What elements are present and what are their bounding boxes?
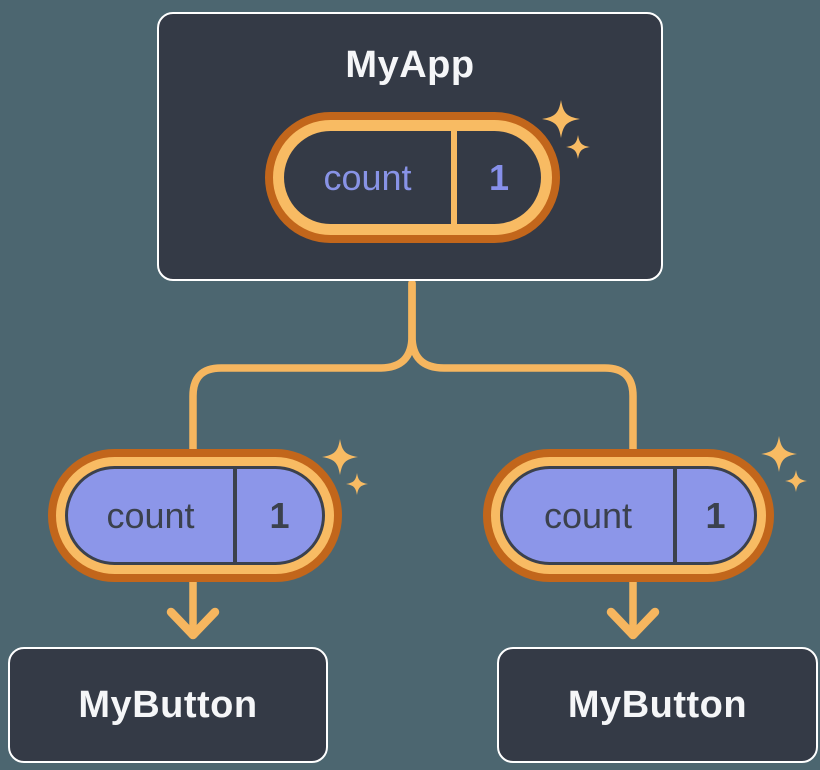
state-name: count	[106, 494, 195, 536]
component-title: MyButton	[78, 683, 258, 726]
sparkle-icon	[322, 439, 358, 475]
state-value: 1	[705, 494, 726, 536]
component-box-mybutton-left: MyButton	[8, 647, 328, 763]
state-pill-body: count 1	[65, 466, 325, 565]
arrowhead-right-icon	[606, 607, 660, 640]
arrowhead-left-icon	[166, 607, 220, 640]
component-box-mybutton-right: MyButton	[497, 647, 818, 763]
sparkle-icon	[346, 473, 368, 495]
component-title: MyButton	[567, 683, 748, 726]
state-name: count	[543, 494, 633, 536]
state-pill-body: count 1	[500, 466, 757, 565]
pill-divider	[673, 469, 677, 562]
state-value: 1	[488, 156, 510, 198]
pill-divider	[451, 131, 457, 224]
sparkle-icon	[761, 436, 797, 472]
state-pill-body: count 1	[284, 131, 541, 224]
component-title: MyApp	[345, 44, 475, 86]
state-name: count	[323, 156, 412, 198]
state-pill-root: count 1	[265, 112, 560, 243]
state-pill-child-left: count 1	[48, 449, 342, 582]
sparkle-icon	[785, 470, 807, 492]
state-pill-child-right: count 1	[483, 449, 774, 582]
state-value: 1	[269, 494, 290, 536]
